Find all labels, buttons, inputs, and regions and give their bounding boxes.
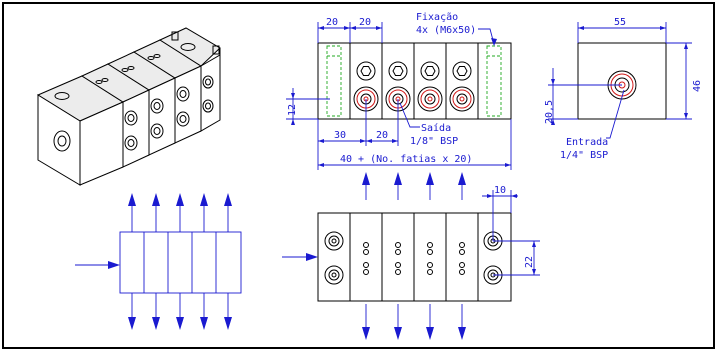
dim-20-b: 20 xyxy=(359,17,371,28)
dim-55: 55 xyxy=(614,17,626,28)
inlet-label-line1: Entrada xyxy=(566,137,608,148)
dim-total-length: 40 + (No. fatias x 20) xyxy=(340,154,472,165)
fixing-label-line2: 4x (M6x50) xyxy=(416,25,476,36)
isometric-view xyxy=(36,27,221,186)
dim-22: 22 xyxy=(524,256,535,268)
fixing-label-line1: Fixação xyxy=(416,12,458,23)
outlet-label-line2: 1/8" BSP xyxy=(410,136,458,147)
inlet-label-line2: 1/4" BSP xyxy=(560,150,608,161)
dim-46: 46 xyxy=(692,80,703,92)
dim-30: 30 xyxy=(334,130,346,141)
dim-12: 12 xyxy=(287,104,298,116)
flow-schematic xyxy=(75,193,242,330)
dim-20-c: 20 xyxy=(376,130,388,141)
outlet-label-line1: Saída xyxy=(421,122,451,134)
front-view: 20 20 Fixação 4x (M6x50) 12 30 20 Saída … xyxy=(286,12,512,170)
dim-20-5: 20,5 xyxy=(544,100,555,124)
side-view: 55 46 20,5 Entrada 1/4" BSP xyxy=(544,17,703,161)
top-view: 10 22 xyxy=(282,172,540,340)
dim-20-a: 20 xyxy=(326,17,338,28)
outlet-arrows xyxy=(128,193,232,330)
dim-10: 10 xyxy=(494,185,506,196)
dim-top: 20 20 xyxy=(317,17,383,43)
sheet-border xyxy=(2,2,715,349)
